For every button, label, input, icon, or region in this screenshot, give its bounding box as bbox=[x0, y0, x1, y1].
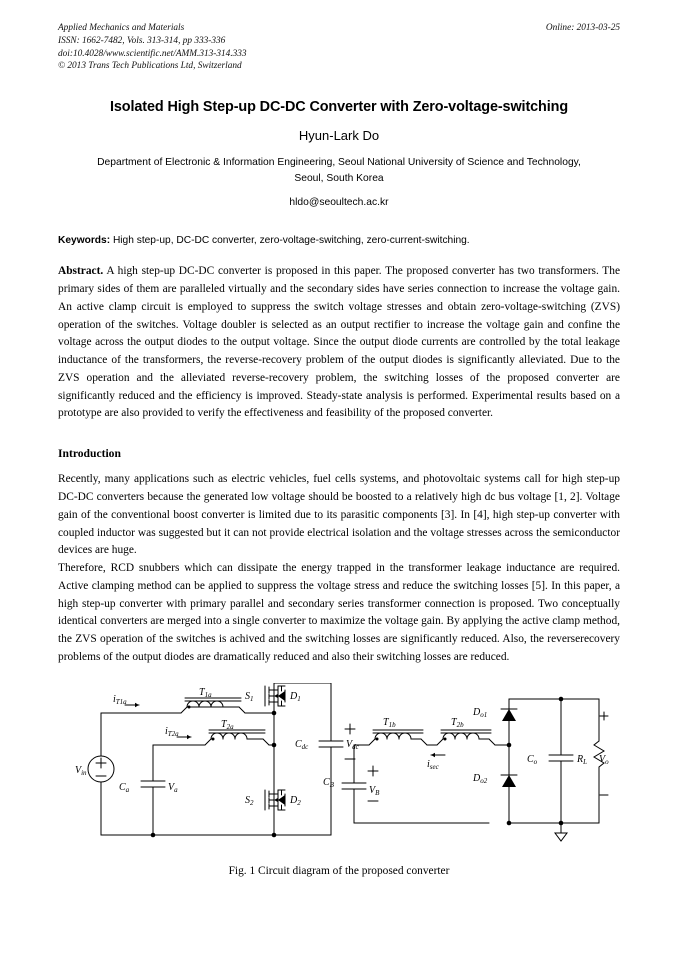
introduction-paragraph-1: Recently, many applications such as elec… bbox=[58, 473, 620, 557]
label-co: Co bbox=[527, 754, 538, 766]
keywords-block: Keywords: High step-up, DC-DC converter,… bbox=[58, 235, 620, 246]
keywords-text: High step-up, DC-DC converter, zero-volt… bbox=[112, 235, 470, 247]
label-vdc: Vdc bbox=[346, 739, 360, 751]
journal-header-left: Applied Mechanics and Materials ISSN: 16… bbox=[58, 22, 247, 73]
label-d1: D1 bbox=[289, 691, 301, 703]
label-d2: D2 bbox=[289, 795, 301, 807]
label-ca: Ca bbox=[119, 782, 130, 794]
label-cb: CB bbox=[323, 777, 335, 789]
author-email: hldo@seoultech.ac.kr bbox=[289, 197, 389, 209]
label-s2: S2 bbox=[245, 795, 254, 807]
keywords-label: Keywords: bbox=[58, 235, 111, 247]
label-isec: isec bbox=[427, 759, 440, 771]
dot-polarity-t2a bbox=[211, 737, 215, 741]
mosfet-s2 bbox=[264, 789, 286, 811]
label-do1: Do1 bbox=[472, 707, 487, 719]
label-t1b: T1b bbox=[383, 717, 396, 729]
page-title: Isolated High Step-up DC-DC Converter wi… bbox=[109, 99, 569, 116]
label-cdc: Cdc bbox=[295, 739, 309, 751]
section-heading-introduction: Introduction bbox=[58, 447, 121, 461]
label-vb: VB bbox=[369, 785, 380, 797]
figure-1: Vin iT1a iT2a T1a T2a Ca Va S1 S2 D1 D2 … bbox=[58, 682, 620, 877]
abstract-label: Abstract. bbox=[58, 265, 104, 278]
label-t2a: T2a bbox=[221, 719, 234, 731]
label-do2: Do2 bbox=[472, 773, 488, 785]
label-s1: S1 bbox=[245, 691, 254, 703]
label-i-t1a: iT1a bbox=[113, 694, 127, 706]
junction-dot-s2 bbox=[271, 742, 277, 748]
label-vin: Vin bbox=[75, 765, 87, 777]
mosfet-s1 bbox=[264, 685, 286, 707]
introduction-paragraph-2: Therefore, RCD snubbers which can dissip… bbox=[58, 562, 620, 664]
junction-dot-s1 bbox=[271, 710, 277, 716]
journal-copyright: © 2013 Trans Tech Publications Ltd, Swit… bbox=[58, 61, 242, 72]
label-va: Va bbox=[168, 782, 178, 794]
label-vo: Vo bbox=[599, 754, 609, 766]
circuit-diagram: Vin iT1a iT2a T1a T2a Ca Va S1 S2 D1 D2 … bbox=[75, 682, 609, 842]
label-rl: RL bbox=[576, 754, 587, 766]
label-i-t2a: iT2a bbox=[165, 726, 179, 738]
abstract-block: Abstract. A high step-up DC-DC converter… bbox=[58, 263, 620, 423]
diode-do2 bbox=[500, 774, 518, 787]
dot-polarity-t1a bbox=[187, 705, 191, 709]
journal-name: Applied Mechanics and Materials bbox=[58, 23, 185, 33]
figure-caption: Fig. 1 Circuit diagram of the proposed c… bbox=[228, 864, 450, 877]
page-content: Applied Mechanics and Materials ISSN: 16… bbox=[58, 22, 620, 877]
journal-issn: ISSN: 1662-7482, Vols. 313-314, pp 333-3… bbox=[58, 35, 226, 46]
label-t1a: T1a bbox=[199, 687, 212, 699]
journal-header: Applied Mechanics and Materials ISSN: 16… bbox=[58, 22, 620, 73]
label-t2b: T2b bbox=[451, 717, 464, 729]
dot-polarity-t1b bbox=[375, 737, 379, 741]
author-name: Hyun-Lark Do bbox=[298, 128, 380, 144]
author-affiliation: Department of Electronic & Information E… bbox=[97, 157, 581, 184]
abstract-text: A high step-up DC-DC converter is propos… bbox=[58, 265, 620, 420]
dot-polarity-t2b bbox=[443, 737, 447, 741]
online-date: Online: 2013-03-25 bbox=[545, 23, 620, 33]
junction-dot-ca bbox=[150, 832, 156, 838]
diode-do1 bbox=[500, 708, 518, 721]
ground-icon bbox=[554, 822, 568, 842]
junction-dot-diode-mid bbox=[506, 742, 512, 748]
journal-doi: doi:10.4028/www.scientific.net/AMM.313-3… bbox=[58, 48, 247, 59]
